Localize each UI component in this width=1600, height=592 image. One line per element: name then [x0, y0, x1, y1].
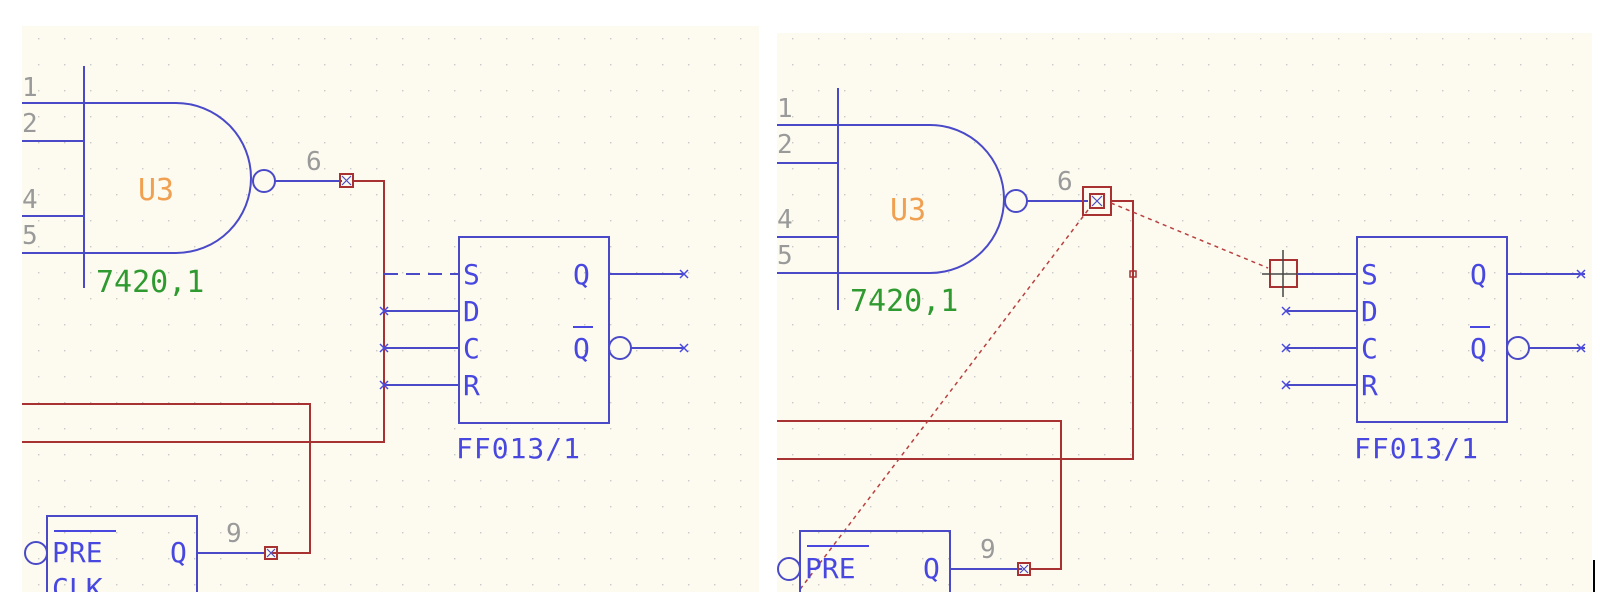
wire-net[interactable]: [777, 200, 1137, 570]
part-value: 7420,1: [850, 284, 958, 319]
grid-dots: [22, 26, 759, 592]
lower-label-clk: CLK: [52, 572, 103, 592]
no-connect-markers: [1281, 269, 1586, 390]
pin-label-r: R: [1361, 369, 1378, 402]
pin-label-q: Q: [1470, 258, 1487, 291]
ref-designator: U3: [890, 193, 926, 228]
pin-label-s: S: [1361, 258, 1378, 291]
part-value: 7420,1: [96, 265, 204, 300]
output-pin-number: 6: [1057, 167, 1073, 197]
pin-number-2: 2: [22, 109, 38, 139]
flip-flop-ff013[interactable]: [384, 236, 684, 424]
flip-flop-name: FF013/1: [456, 432, 581, 465]
pin-number-2: 2: [777, 130, 793, 160]
panel-after: 1 2 4 5 6 U3 7420,1: [777, 33, 1592, 592]
nand-gate-u3[interactable]: [777, 88, 1088, 310]
output-pin-number: 6: [306, 147, 322, 177]
pin-number-4: 4: [22, 185, 38, 215]
lower-component[interactable]: [777, 530, 1022, 592]
lower-label-pre: PRE: [805, 552, 856, 585]
pin-label-d: D: [463, 295, 480, 328]
pin-label-s: S: [463, 258, 480, 291]
pin-number-5: 5: [22, 221, 38, 251]
pin-label-c: C: [1361, 332, 1378, 365]
pin-label-d: D: [1361, 295, 1378, 328]
flip-flop-name: FF013/1: [1354, 432, 1479, 465]
lower-component[interactable]: [24, 515, 266, 592]
nand-gate-u3[interactable]: [22, 66, 342, 288]
lower-output-pin-number: 9: [980, 535, 996, 565]
pin-label-q-bar: Q: [573, 332, 590, 365]
pin-label-r: R: [463, 369, 480, 402]
panel-before: 1 2 4 5 6 U3 7420,1: [22, 26, 759, 592]
no-connect-markers: [379, 269, 689, 390]
flip-flop-ff013[interactable]: [1286, 236, 1585, 423]
lower-label-q: Q: [170, 536, 187, 569]
ref-designator: U3: [138, 173, 174, 208]
pin-number-5: 5: [777, 241, 793, 271]
lower-output-pin-number: 9: [226, 519, 242, 549]
pin-label-q-bar: Q: [1470, 332, 1487, 365]
lower-pin-junction[interactable]: [264, 546, 278, 560]
lower-pin-junction[interactable]: [1017, 562, 1031, 576]
pin-number-1: 1: [777, 94, 793, 124]
pin-number-1: 1: [22, 73, 38, 103]
pin-label-q: Q: [573, 258, 590, 291]
pin-label-c: C: [463, 332, 480, 365]
grid-dots: [777, 33, 1592, 592]
pin-number-4: 4: [777, 205, 793, 235]
lower-label-pre: PRE: [52, 536, 103, 569]
lower-label-q: Q: [923, 552, 940, 585]
